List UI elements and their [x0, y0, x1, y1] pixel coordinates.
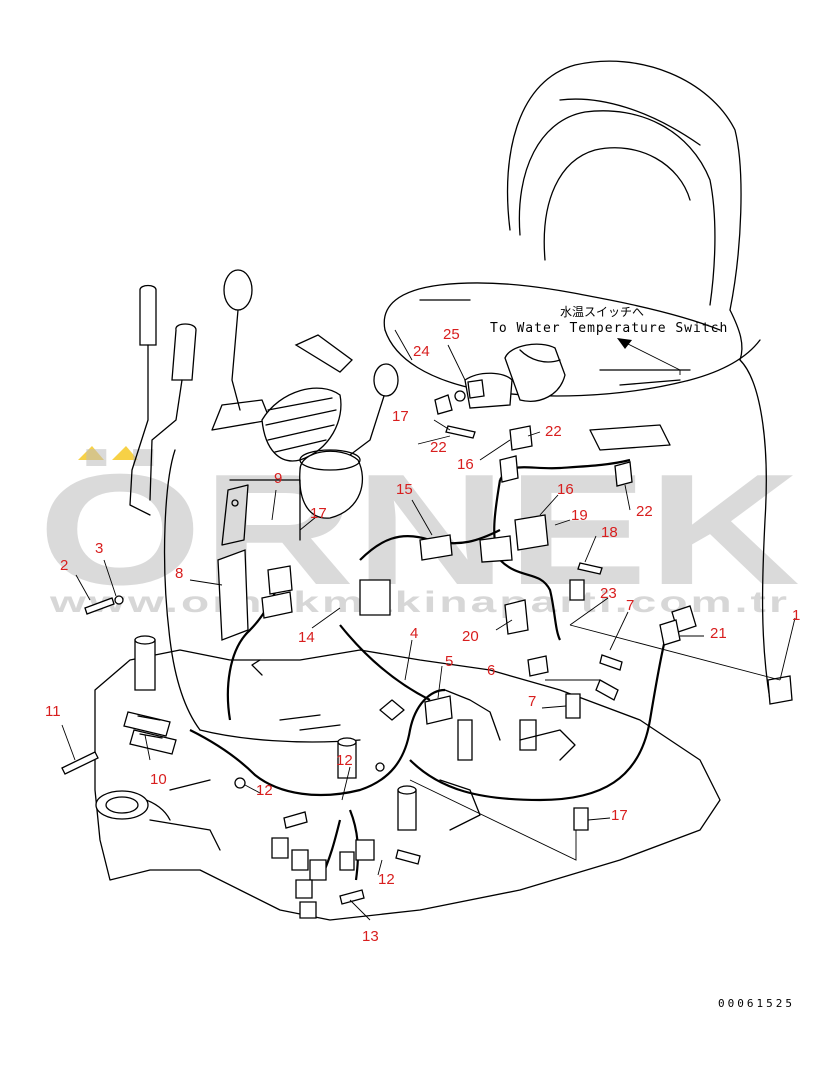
control-levers — [129, 269, 399, 519]
callout-7b: 7 — [528, 693, 536, 710]
callout-6: 6 — [487, 662, 495, 679]
callout-21: 21 — [710, 625, 727, 642]
components — [61, 343, 793, 919]
callout-17c: 17 — [611, 807, 628, 824]
callout-25: 25 — [443, 326, 460, 343]
callout-10: 10 — [150, 771, 167, 788]
annotation-japanese: 水温スイッチへ — [560, 305, 644, 319]
callout-24: 24 — [413, 343, 430, 360]
arrow-head — [617, 338, 632, 349]
callout-numbers: 1 2 3 4 5 6 7 7 8 9 10 11 12 12 12 13 14… — [45, 326, 800, 945]
callout-7a: 7 — [626, 597, 634, 614]
callout-12c: 12 — [378, 871, 395, 888]
callout-20: 20 — [462, 628, 479, 645]
callout-14: 14 — [298, 629, 315, 646]
callout-17b: 17 — [310, 505, 327, 522]
callout-22a: 22 — [430, 439, 447, 456]
callout-18: 18 — [601, 524, 618, 541]
callout-15: 15 — [396, 481, 413, 498]
leader-lines — [61, 329, 796, 921]
callout-22b: 22 — [545, 423, 562, 440]
callout-16a: 16 — [457, 456, 474, 473]
callout-5: 5 — [445, 653, 453, 670]
watermark: ÖRNEK www.ornekmakinaparti.com.tr — [38, 442, 800, 619]
callout-12b: 12 — [336, 752, 353, 769]
callout-16b: 16 — [557, 481, 574, 498]
callout-22c: 22 — [636, 503, 653, 520]
operator-seat — [383, 60, 771, 701]
watermark-url: www.ornekmakinaparti.com.tr — [48, 586, 790, 619]
callout-13: 13 — [362, 928, 379, 945]
callout-23: 23 — [600, 585, 617, 602]
callout-2: 2 — [60, 557, 68, 574]
annotation: 水温スイッチへ To Water Temperature Switch — [490, 305, 728, 336]
callout-17a: 17 — [392, 408, 409, 425]
callout-12a: 12 — [256, 782, 273, 799]
annotation-english: To Water Temperature Switch — [490, 321, 728, 336]
watermark-accent-mark — [78, 446, 104, 460]
floor-frame — [94, 635, 721, 921]
drawing-number: 00061525 — [718, 997, 795, 1010]
callout-1: 1 — [792, 607, 800, 624]
callout-8: 8 — [175, 565, 183, 582]
water-temp-arrow — [617, 338, 681, 375]
callout-19: 19 — [571, 507, 588, 524]
callout-4: 4 — [410, 625, 418, 642]
watermark-accent-mark-2 — [112, 446, 138, 460]
callout-11: 11 — [45, 703, 61, 720]
callout-9: 9 — [274, 470, 282, 487]
callout-3: 3 — [95, 540, 103, 557]
